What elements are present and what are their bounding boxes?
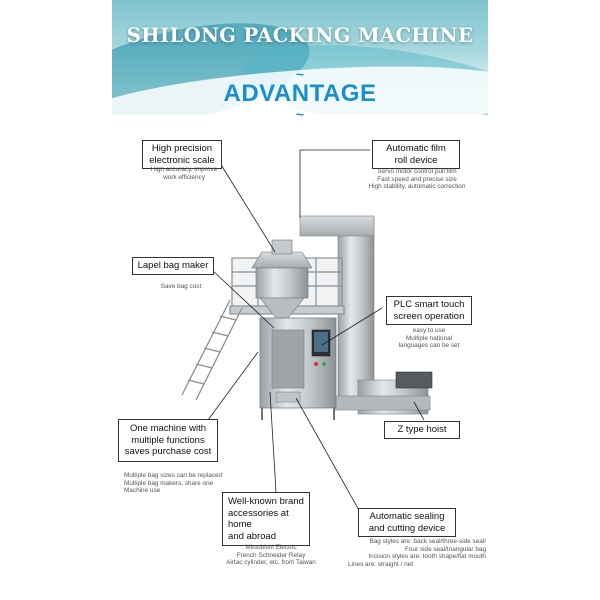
callout-title: screen operation	[393, 310, 465, 322]
desc-line: Airtac cylinder, etc. from Taiwan	[226, 559, 316, 567]
desc-line: Machine use	[124, 487, 161, 495]
callout-title: High precision	[151, 143, 213, 154]
desc-line: work efficiency	[163, 173, 205, 181]
desc-film-roll: Servo motor control pull film Fast speed…	[358, 168, 476, 191]
leader-lines	[207, 149, 425, 513]
callout-title: Automatic sealing	[369, 511, 445, 522]
desc-brand-accessories: Mitsubishi Electric French Schneider Rel…	[216, 544, 326, 567]
multihead-weigher	[251, 239, 313, 319]
callout-title: multiple functions	[131, 434, 205, 446]
callout-title: and cutting device	[368, 522, 446, 534]
desc-line: Save bag cost	[160, 283, 202, 290]
desc-multiple-functions: Multiple bag sizes can be replaced Multi…	[124, 472, 244, 495]
callout-sealing-cutting: Automatic sealing and cutting device	[358, 508, 456, 537]
callout-brand-accessories: Well-known brand accessories at home and…	[222, 492, 310, 546]
callout-title: electronic scale	[149, 154, 215, 166]
banner: SHILONG PACKING MACHINE	[112, 0, 488, 115]
desc-line: High accuracy, improve	[150, 166, 218, 173]
banner-title: SHILONG PACKING MACHINE	[126, 24, 474, 47]
callout-title: roll device	[394, 154, 438, 166]
desc-line: Multiple bag makers, share one	[124, 479, 214, 487]
callout-electronic-scale: High precision electronic scale	[142, 140, 222, 169]
callout-lapel-bag-maker: Lapel bag maker	[132, 257, 214, 275]
ladder	[181, 299, 243, 401]
advantage-title: ADVANTAGE	[223, 80, 377, 107]
callout-title: PLC smart touch	[393, 299, 465, 310]
callout-plc-touch-screen: PLC smart touch screen operation	[386, 296, 472, 325]
desc-line: Four side seal/triangular bag	[405, 545, 486, 553]
tilde-decoration: ~	[295, 106, 305, 122]
desc-line: easy to use	[412, 327, 446, 334]
desc-plc-touch-screen: easy to use Multiple national languages …	[388, 327, 470, 350]
vffs-body	[259, 317, 337, 420]
z-hoist	[299, 215, 433, 415]
desc-line: Multiple national	[405, 334, 453, 342]
desc-line: Bag styles are: back seal/three-side sea…	[369, 538, 486, 545]
desc-sealing-cutting: Bag styles are: back seal/three-side sea…	[348, 538, 486, 568]
poster: SHILONG PACKING MACHINE ~ ADVANTAGE ~	[112, 0, 488, 600]
desc-line: French Schneider Relay	[236, 551, 306, 559]
desc-line: Servo motor control pull film	[377, 168, 457, 175]
packing-machine-illustration	[181, 149, 433, 513]
callout-title: and abroad	[228, 530, 277, 542]
callout-title: Lapel bag maker	[137, 260, 209, 271]
desc-line: High stability, automatic correction	[368, 183, 466, 191]
desc-line: languages can be set	[398, 342, 460, 350]
tilde-decoration: ~	[295, 66, 305, 82]
callout-film-roll: Automatic film roll device	[372, 140, 460, 169]
callout-title: Well-known brand	[228, 496, 304, 507]
desc-line: Incision styles are: tooth shape/flat mo…	[368, 553, 486, 561]
desc-electronic-scale: High accuracy, improve work efficiency	[142, 166, 226, 181]
callout-title: One machine with	[129, 423, 207, 434]
desc-lapel-bag-maker: Save bag cost	[146, 283, 216, 291]
callout-title: saves purchase cost	[124, 446, 212, 457]
callout-multiple-functions: One machine with multiple functions save…	[118, 419, 218, 462]
desc-line: Mitsubishi Electric	[245, 544, 297, 551]
advantage-heading: ~ ADVANTAGE ~	[112, 66, 488, 122]
callout-title: Z type hoist	[397, 424, 447, 435]
desc-line: Fast speed and precise size	[377, 175, 457, 183]
desc-line: Multiple bag sizes can be replaced	[124, 472, 223, 479]
callout-z-type-hoist: Z type hoist	[384, 421, 460, 439]
desc-line: Lines are: straight / net	[348, 560, 414, 568]
callout-title: Automatic film	[386, 143, 446, 154]
callout-title: accessories at home	[228, 507, 289, 531]
